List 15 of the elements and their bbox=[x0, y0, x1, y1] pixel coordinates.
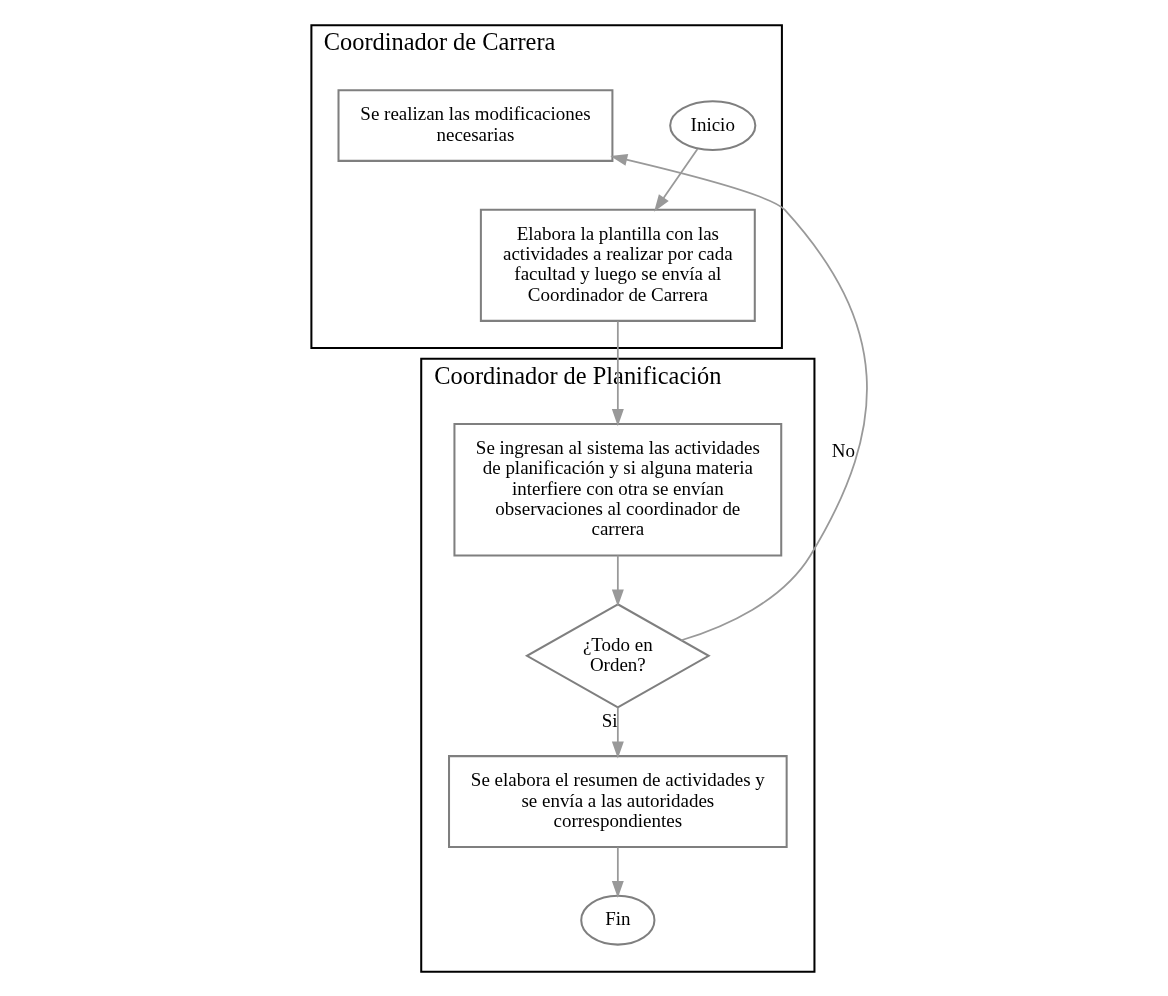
edge-label: No bbox=[831, 439, 855, 461]
node-ellipse: Inicio bbox=[669, 99, 757, 151]
node-box: Se realizan las modificaciones necesarias bbox=[337, 88, 614, 162]
edge-label: Si bbox=[601, 709, 618, 731]
node-box: Elabora la plantilla con las actividades a realizar por cada facultad y luego se envía al Coordinador de Carrera bbox=[479, 208, 756, 322]
node-diamond: ¿Todo en Orden? bbox=[524, 602, 711, 708]
node-box: Se ingresan al sistema las actividades de planificación y si alguna materia interfiere con otra se envían observaciones al coordinador de carrera bbox=[453, 422, 783, 556]
node-box: Se elabora el resumen de actividades y se envía a las autoridades correspondientes bbox=[448, 754, 788, 848]
arrow bbox=[654, 147, 699, 212]
node-ellipse: Fin bbox=[580, 894, 656, 946]
arrow bbox=[611, 320, 624, 426]
arrow bbox=[611, 706, 624, 759]
arrow bbox=[610, 153, 868, 641]
arrow bbox=[611, 846, 624, 898]
arrow bbox=[611, 554, 624, 607]
